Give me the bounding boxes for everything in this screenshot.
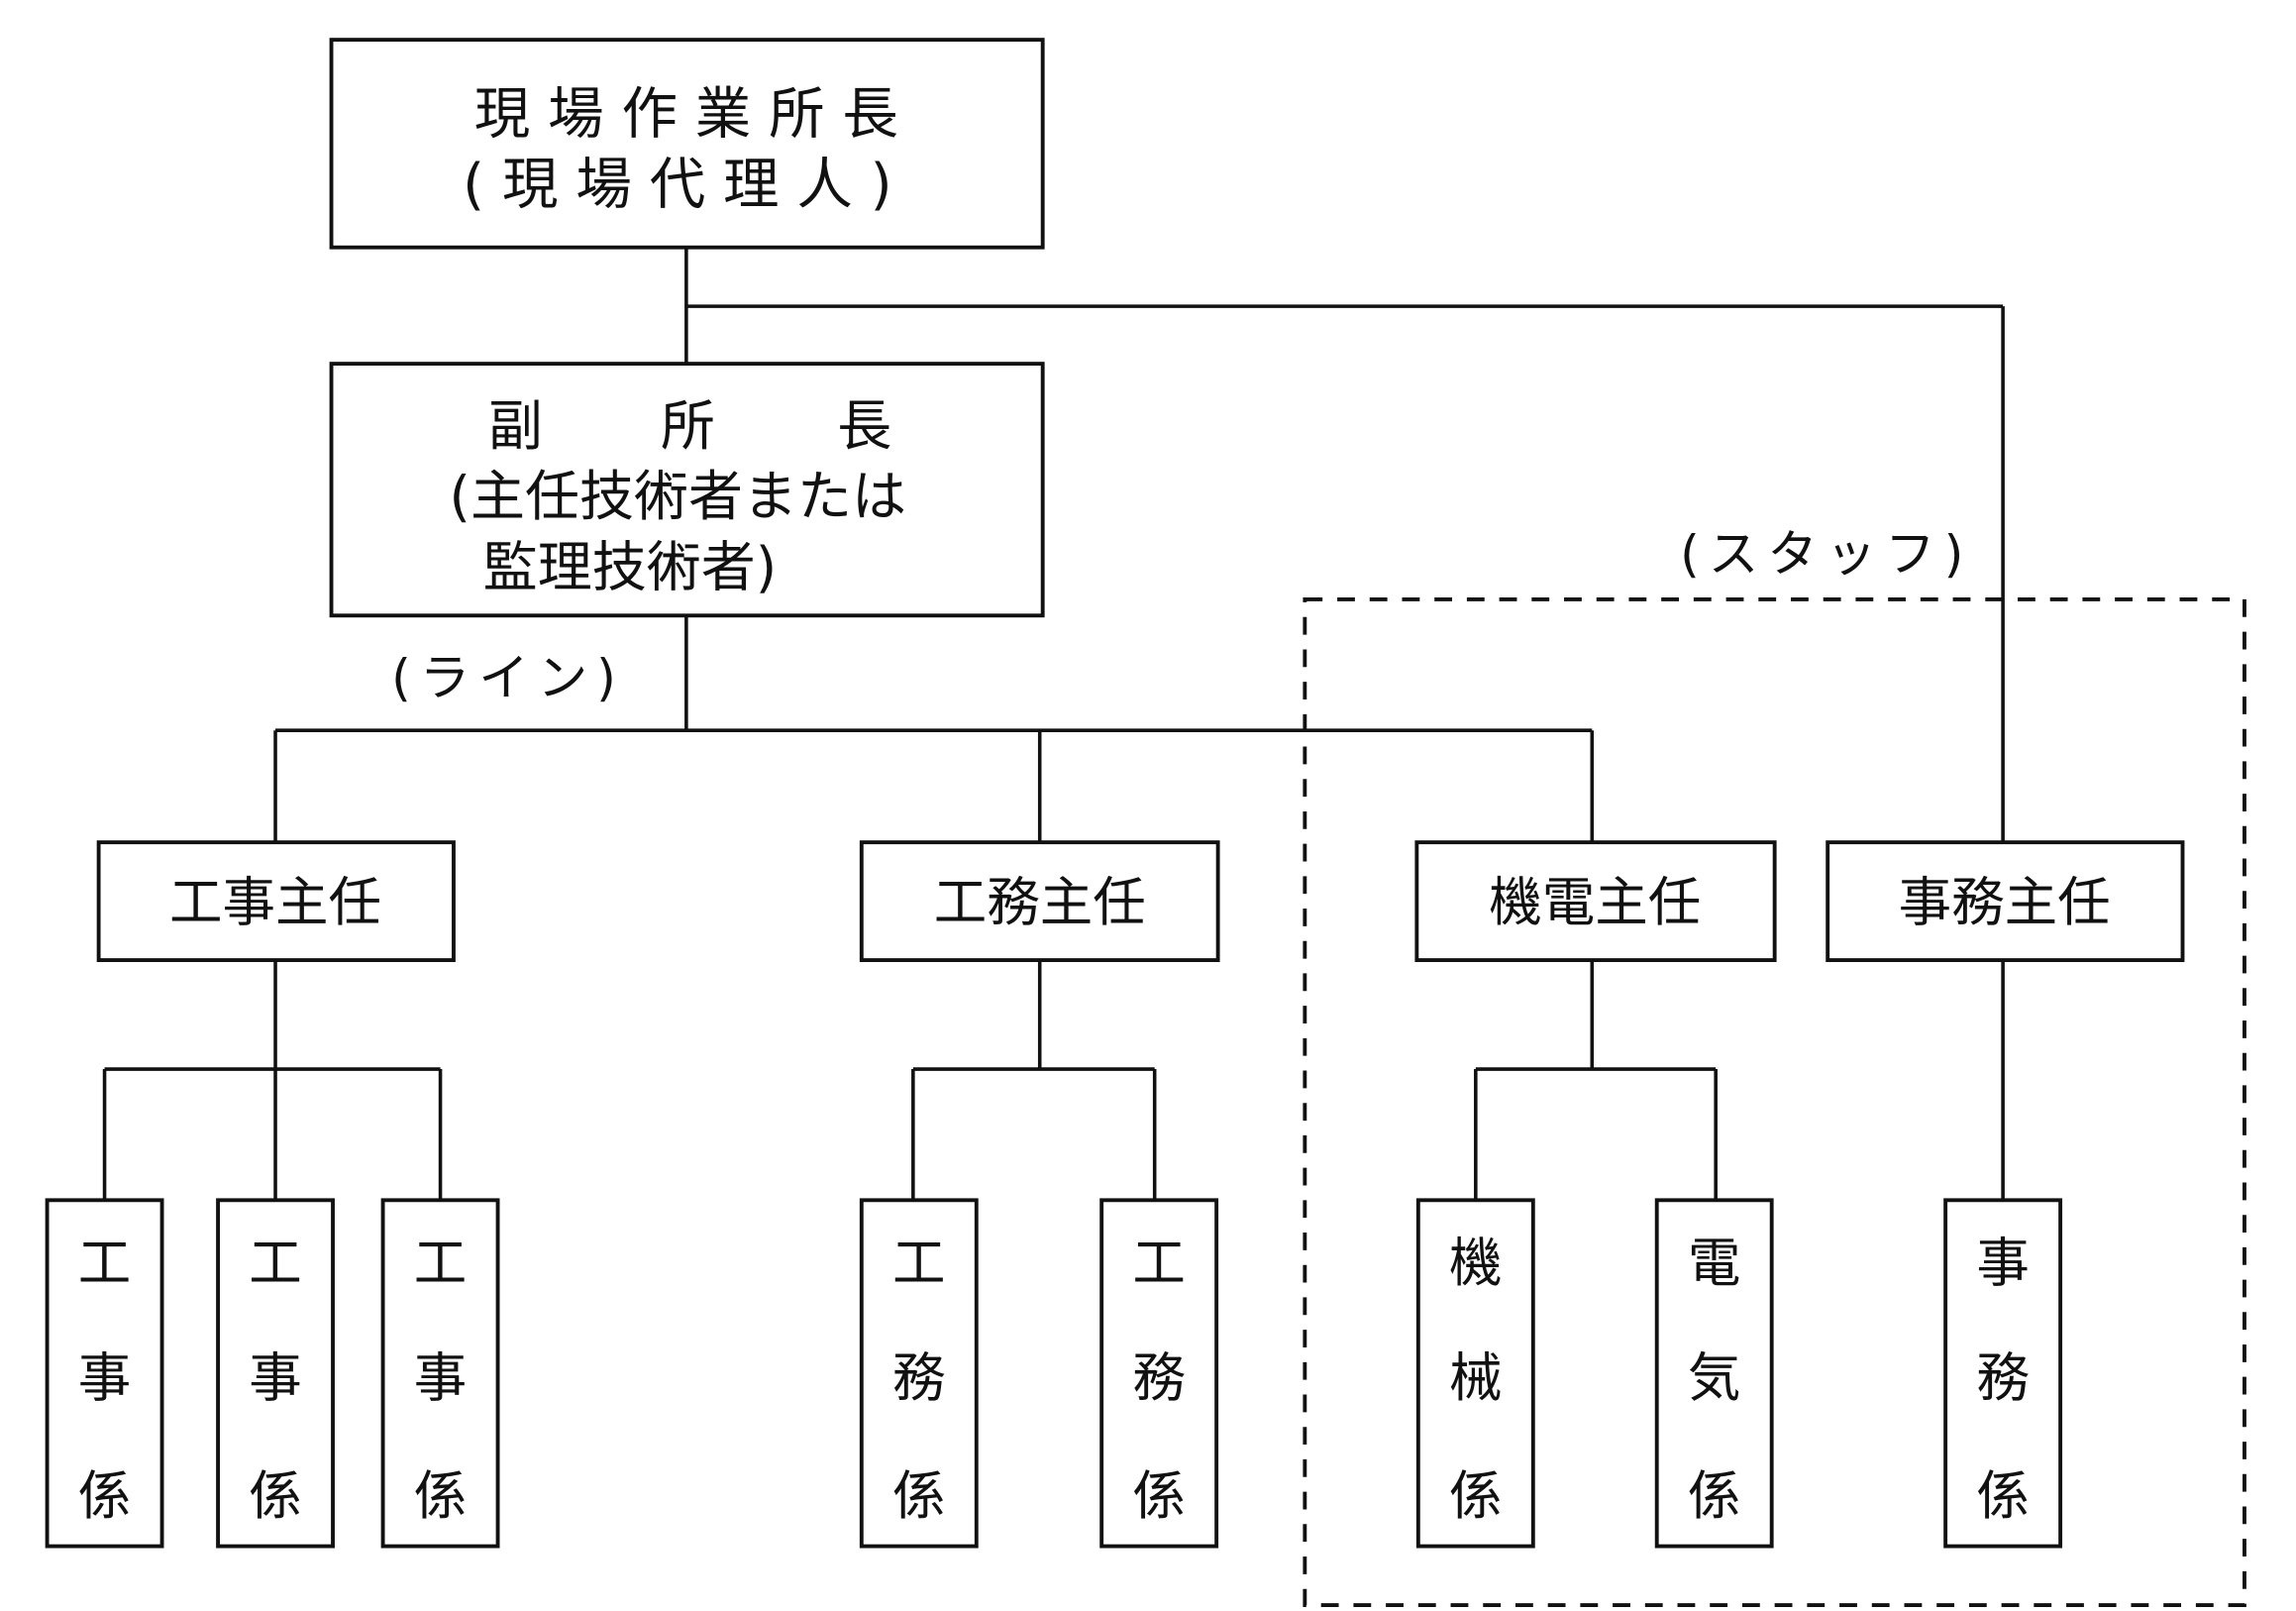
deputy-subtitle-line1: (主任技術者または (449, 465, 906, 528)
site-manager-subtitle: (現場代理人) (463, 153, 909, 217)
staff-label-char: 係 (1132, 1464, 1186, 1527)
staff-box-frame (1943, 1198, 2063, 1549)
deputy-title-char-1: 副 (488, 394, 543, 458)
node-chief-kiden: 機電主任 (1414, 840, 1777, 962)
staff-box-frame (380, 1198, 500, 1549)
node-staff-koji: 工事係 (45, 1198, 164, 1549)
staff-label-char: 事 (414, 1346, 468, 1409)
staff-box-frame (216, 1198, 335, 1549)
staff-label: (スタッフ) (1680, 525, 1972, 584)
node-staff-jimu: 事務係 (1943, 1198, 2063, 1549)
node-chief-komu: 工務主任 (859, 840, 1220, 962)
staff-box-frame (45, 1198, 164, 1549)
staff-label-char: 係 (414, 1464, 468, 1527)
staff-label-char: 係 (1976, 1464, 2030, 1527)
node-staff-koji: 工事係 (380, 1198, 500, 1549)
node-staff-komu: 工務係 (859, 1198, 979, 1549)
connectors (102, 247, 2005, 1201)
staff-label-char: 事 (1976, 1232, 2030, 1294)
staff-box-frame (859, 1198, 979, 1549)
staff-label-char: 事 (249, 1346, 302, 1409)
staff-label-char: 事 (78, 1346, 132, 1409)
staff-label-char: 係 (249, 1464, 302, 1527)
staff-label-char: 工 (892, 1232, 946, 1294)
staff-label-char: 務 (1976, 1346, 2030, 1409)
staff-label-char: 務 (892, 1346, 946, 1409)
chief-label: 工事主任 (169, 871, 381, 933)
staff-label-char: 機 (1449, 1232, 1503, 1294)
node-chief-koji: 工事主任 (96, 840, 456, 962)
staff-label-char: 工 (78, 1232, 132, 1294)
chief-label: 機電主任 (1489, 871, 1701, 933)
chief-label: 工務主任 (934, 871, 1146, 933)
staff-label-char: 械 (1449, 1346, 1503, 1409)
staff-label-char: 電 (1688, 1232, 1741, 1294)
staff-label-char: 工 (414, 1232, 468, 1294)
deputy-subtitle-line2: 監理技術者) (483, 536, 778, 599)
staff-label-char: 係 (78, 1464, 132, 1527)
node-site-manager: 現場作業所長 (現場代理人) (329, 38, 1045, 250)
staff-label-char: 係 (1688, 1464, 1741, 1527)
staff-label-char: 務 (1132, 1346, 1186, 1409)
deputy-title-char-3: 長 (837, 394, 891, 458)
staff-label-char: 工 (1132, 1232, 1186, 1294)
node-staff-kiden: 機械係 (1415, 1198, 1535, 1549)
chief-label: 事務主任 (1899, 871, 2111, 933)
staff-label-char: 係 (1449, 1464, 1503, 1527)
staff-label-char: 工 (249, 1232, 302, 1294)
node-deputy-manager: 副 所 長 (主任技術者または 監理技術者) (329, 362, 1045, 618)
node-staff-komu: 工務係 (1099, 1198, 1219, 1549)
staff-group-dashed-frame (1303, 596, 2246, 1607)
node-staff-kiden: 電気係 (1654, 1198, 1774, 1549)
staff-box-frame (1654, 1198, 1774, 1549)
line-label: (ライン) (391, 649, 625, 707)
node-staff-koji: 工事係 (216, 1198, 335, 1549)
node-chief-jimu: 事務主任 (1826, 840, 2185, 962)
site-manager-title: 現場作業所長 (474, 82, 916, 147)
staff-box-frame (1415, 1198, 1535, 1549)
staff-label-char: 係 (892, 1464, 946, 1527)
staff-box-frame (1099, 1198, 1219, 1549)
deputy-title-char-2: 所 (661, 394, 715, 458)
staff-label-char: 気 (1688, 1346, 1741, 1409)
